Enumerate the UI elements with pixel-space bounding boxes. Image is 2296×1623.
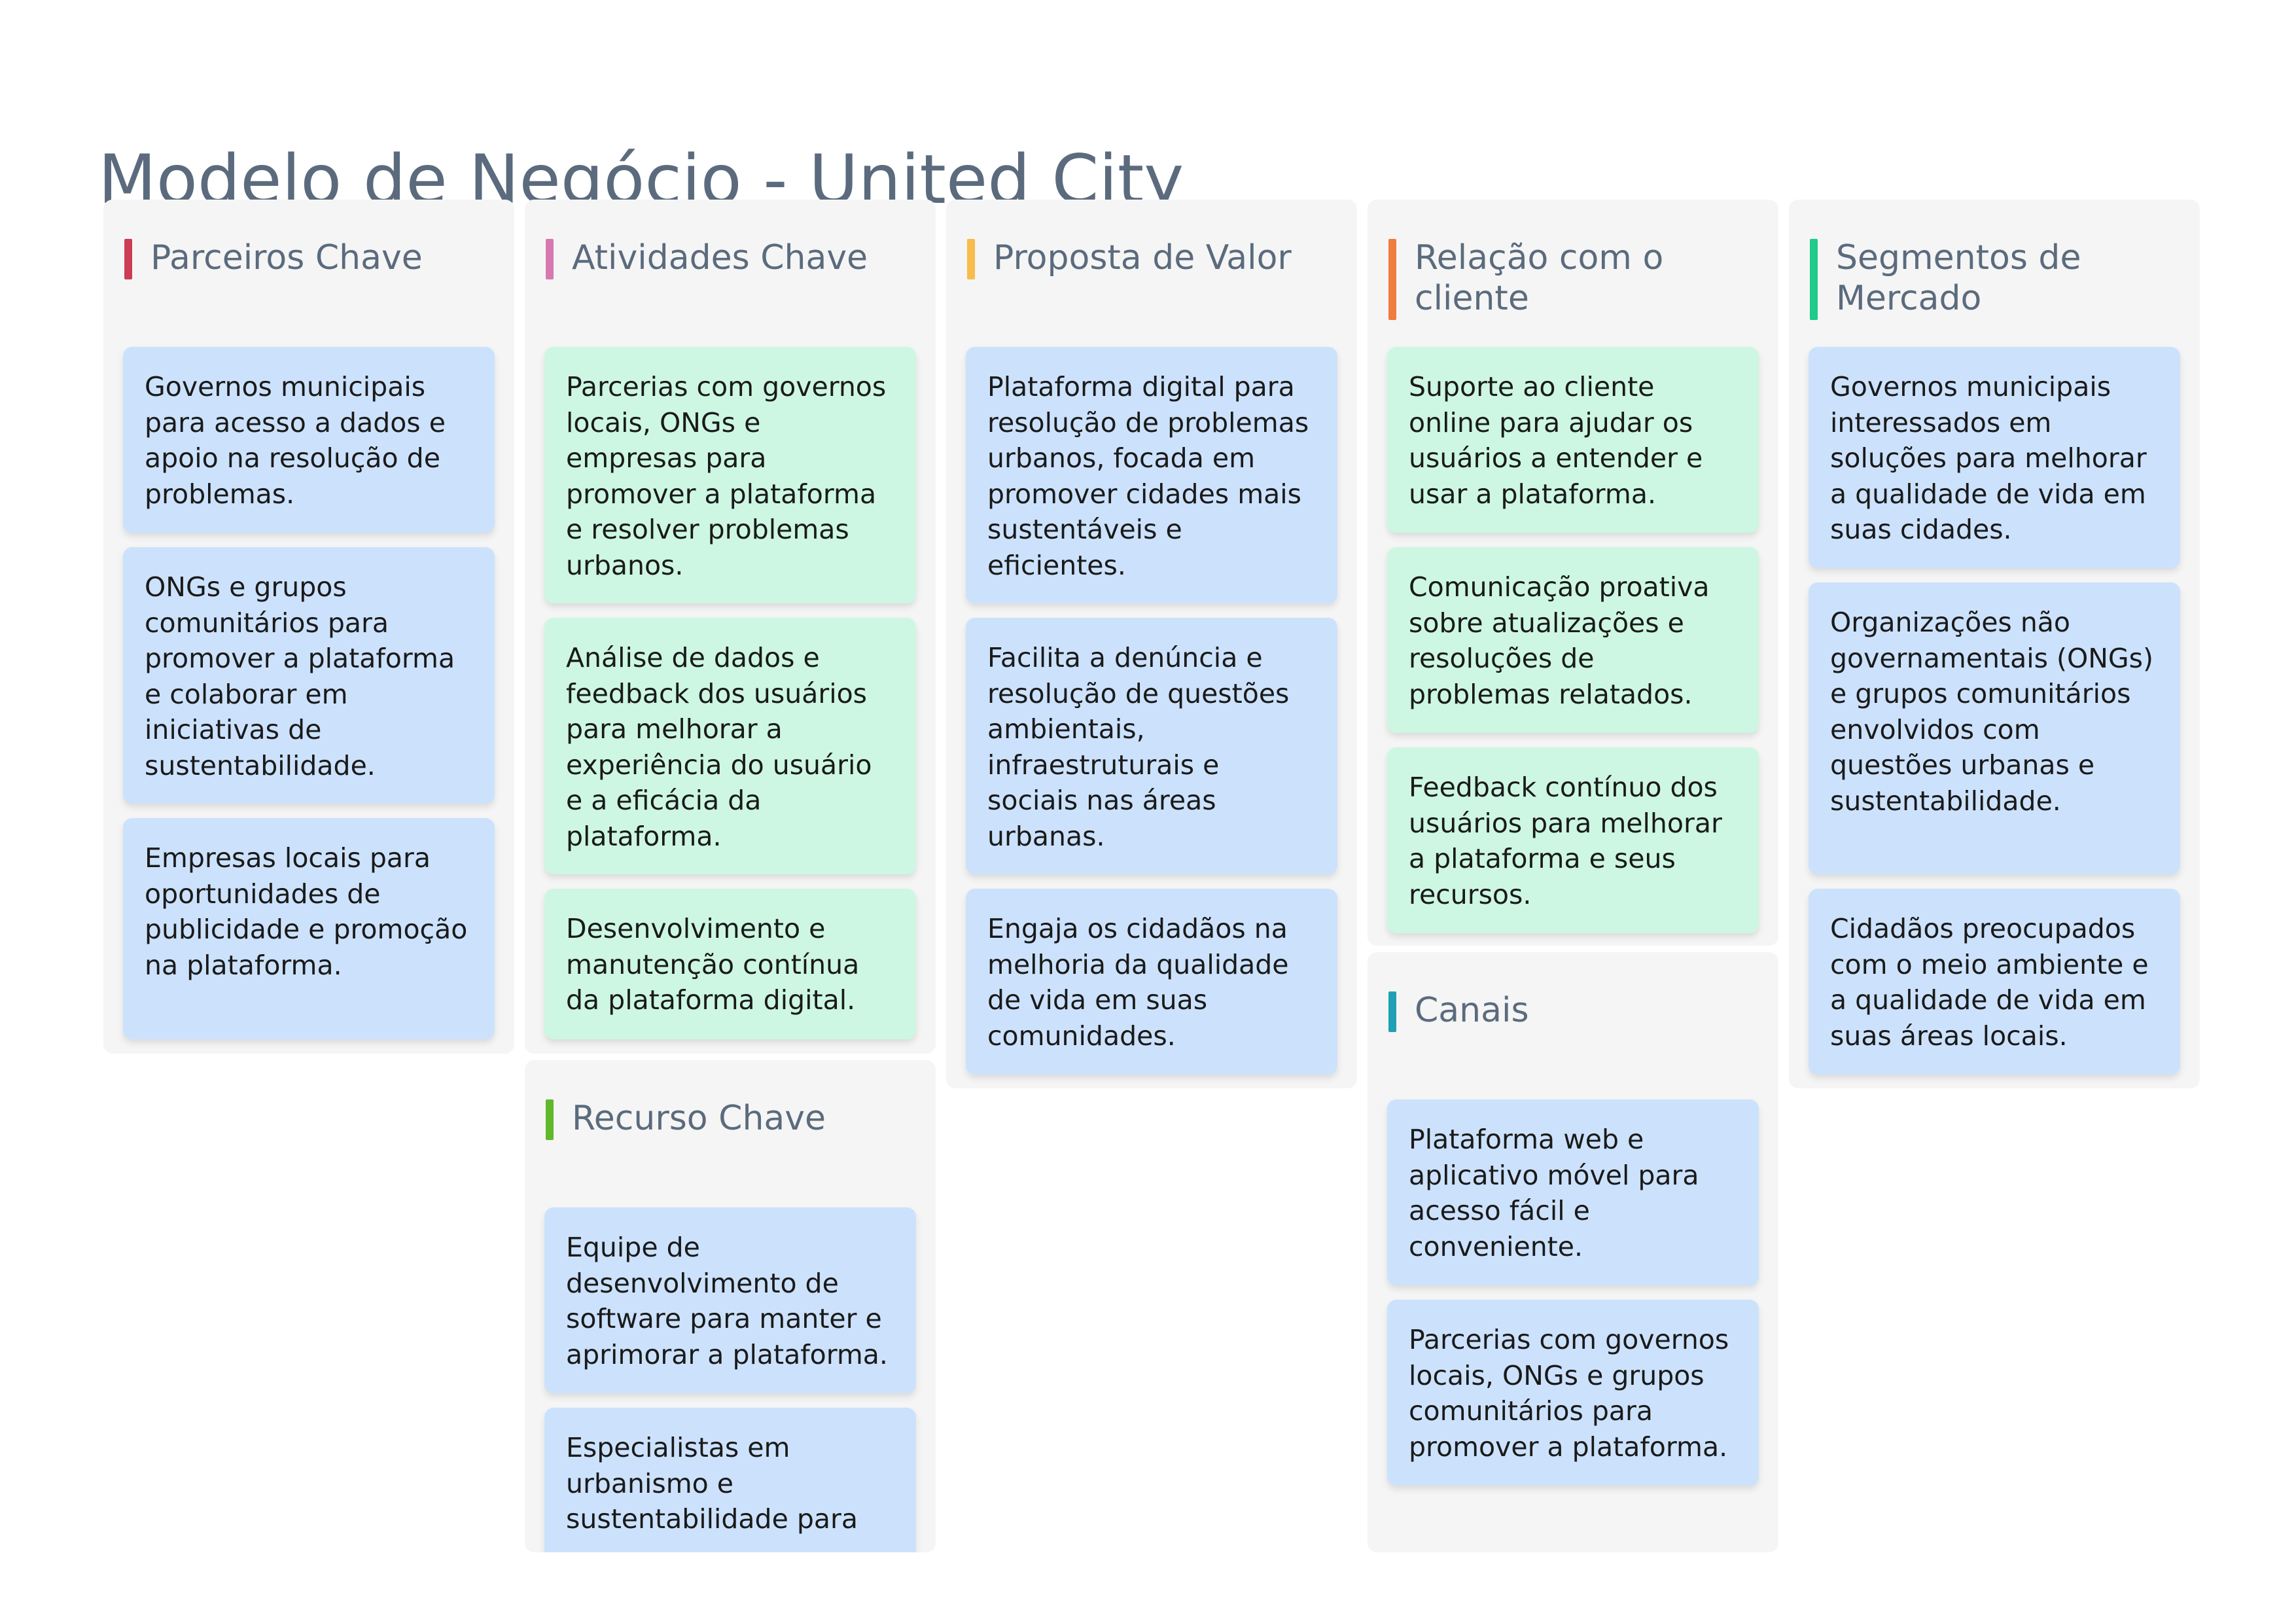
panel-canais: Canais Plataforma web e aplicativo móvel…: [1368, 952, 1778, 1552]
card: Organizações não governamentais (ONGs) e…: [1809, 582, 2180, 874]
card-text: Equipe de desenvolvimento de software pa…: [566, 1232, 888, 1370]
panel-header: Atividades Chave: [546, 238, 916, 279]
card: Plataforma web e aplicativo móvel para a…: [1387, 1099, 1759, 1285]
card-list: Plataforma digital para resolução de pro…: [966, 347, 1337, 1088]
card-text: Suporte ao cliente online para ajudar os…: [1409, 371, 1703, 510]
card-text: Análise de dados e feedback dos usuários…: [566, 642, 872, 852]
accent-bar: [1388, 239, 1396, 320]
card-text: Plataforma web e aplicativo móvel para a…: [1409, 1124, 1699, 1262]
card-text: Engaja os cidadãos na melhoria da qualid…: [987, 913, 1289, 1052]
panel-header: Parceiros Chave: [124, 238, 495, 279]
panel-title: Atividades Chave: [572, 238, 868, 277]
accent-bar: [1810, 239, 1818, 320]
card: Governos municipais interessados em solu…: [1809, 347, 2180, 568]
panel-header: Segmentos de Mercado: [1810, 238, 2180, 320]
card-text: Especialistas em urbanismo e sustentabil…: [566, 1432, 858, 1535]
accent-bar: [124, 239, 132, 279]
panel-header: Proposta de Valor: [967, 238, 1337, 279]
card-text: Parcerias com governos locais, ONGs e em…: [566, 371, 887, 581]
panel-parceiros-chave: Parceiros Chave Governos municipais para…: [103, 200, 514, 1054]
card: Engaja os cidadãos na melhoria da qualid…: [966, 889, 1337, 1075]
panel-title: Segmentos de Mercado: [1836, 238, 2081, 318]
card: Especialistas em urbanismo e sustentabil…: [544, 1408, 916, 1552]
card: Facilita a denúncia e resolução de quest…: [966, 618, 1337, 874]
card-text: Desenvolvimento e manutenção contínua da…: [566, 913, 860, 1016]
card: Parcerias com governos locais, ONGs e em…: [544, 347, 916, 603]
panel-title: Canais: [1415, 991, 1529, 1030]
panel-proposta-de-valor: Proposta de Valor Plataforma digital par…: [946, 200, 1357, 1088]
card-text: Feedback contínuo dos usuários para melh…: [1409, 772, 1722, 910]
card-text: Cidadãos preocupados com o meio ambiente…: [1830, 913, 2149, 1052]
panel-header: Recurso Chave: [546, 1098, 916, 1140]
card: Comunicação proativa sobre atualizações …: [1387, 547, 1759, 733]
panel-header: Canais: [1388, 990, 1759, 1032]
accent-bar: [967, 239, 975, 279]
card-text: ONGs e grupos comunitários para promover…: [145, 571, 455, 781]
card-list: Plataforma web e aplicativo móvel para a…: [1387, 1099, 1759, 1500]
card: Análise de dados e feedback dos usuários…: [544, 618, 916, 874]
accent-bar: [546, 239, 554, 279]
panel-title: Parceiros Chave: [150, 238, 423, 277]
card: Plataforma digital para resolução de pro…: [966, 347, 1337, 603]
card: Suporte ao cliente online para ajudar os…: [1387, 347, 1759, 533]
accent-bar: [546, 1099, 554, 1140]
card: Governos municipais para acesso a dados …: [123, 347, 495, 533]
panel-recurso-chave: Recurso Chave Equipe de desenvolvimento …: [525, 1060, 936, 1552]
card-list: Suporte ao cliente online para ajudar os…: [1387, 347, 1759, 946]
card-list: Parcerias com governos locais, ONGs e em…: [544, 347, 916, 1054]
card: Equipe de desenvolvimento de software pa…: [544, 1207, 916, 1393]
panel-segmentos-de-mercado: Segmentos de Mercado Governos municipais…: [1789, 200, 2200, 1088]
panel-header: Relação com o cliente: [1388, 238, 1759, 320]
accent-bar: [1388, 991, 1396, 1032]
card-list: Governos municipais interessados em solu…: [1809, 347, 2180, 1088]
panel-relacao-com-o-cliente: Relação com o cliente Suporte ao cliente…: [1368, 200, 1778, 946]
card-list: Governos municipais para acesso a dados …: [123, 347, 495, 1054]
card-text: Empresas locais para oportunidades de pu…: [145, 842, 468, 981]
card: Feedback contínuo dos usuários para melh…: [1387, 747, 1759, 933]
panel-title: Proposta de Valor: [993, 238, 1292, 277]
card-text: Governos municipais interessados em solu…: [1830, 371, 2147, 545]
card-text: Plataforma digital para resolução de pro…: [987, 371, 1309, 581]
card: Empresas locais para oportunidades de pu…: [123, 818, 495, 1039]
card: ONGs e grupos comunitários para promover…: [123, 547, 495, 804]
card: Parcerias com governos locais, ONGs e gr…: [1387, 1300, 1759, 1486]
card-text: Organizações não governamentais (ONGs) e…: [1830, 607, 2154, 817]
panel-title: Relação com o cliente: [1415, 238, 1664, 318]
panel-title: Recurso Chave: [572, 1099, 826, 1138]
card-text: Comunicação proativa sobre atualizações …: [1409, 571, 1710, 710]
card-text: Facilita a denúncia e resolução de quest…: [987, 642, 1290, 852]
card-list: Equipe de desenvolvimento de software pa…: [544, 1207, 916, 1552]
card-text: Parcerias com governos locais, ONGs e gr…: [1409, 1324, 1729, 1463]
card: Desenvolvimento e manutenção contínua da…: [544, 889, 916, 1039]
card: Cidadãos preocupados com o meio ambiente…: [1809, 889, 2180, 1075]
panel-atividades-chave: Atividades Chave Parcerias com governos …: [525, 200, 936, 1054]
card-text: Governos municipais para acesso a dados …: [145, 371, 446, 510]
